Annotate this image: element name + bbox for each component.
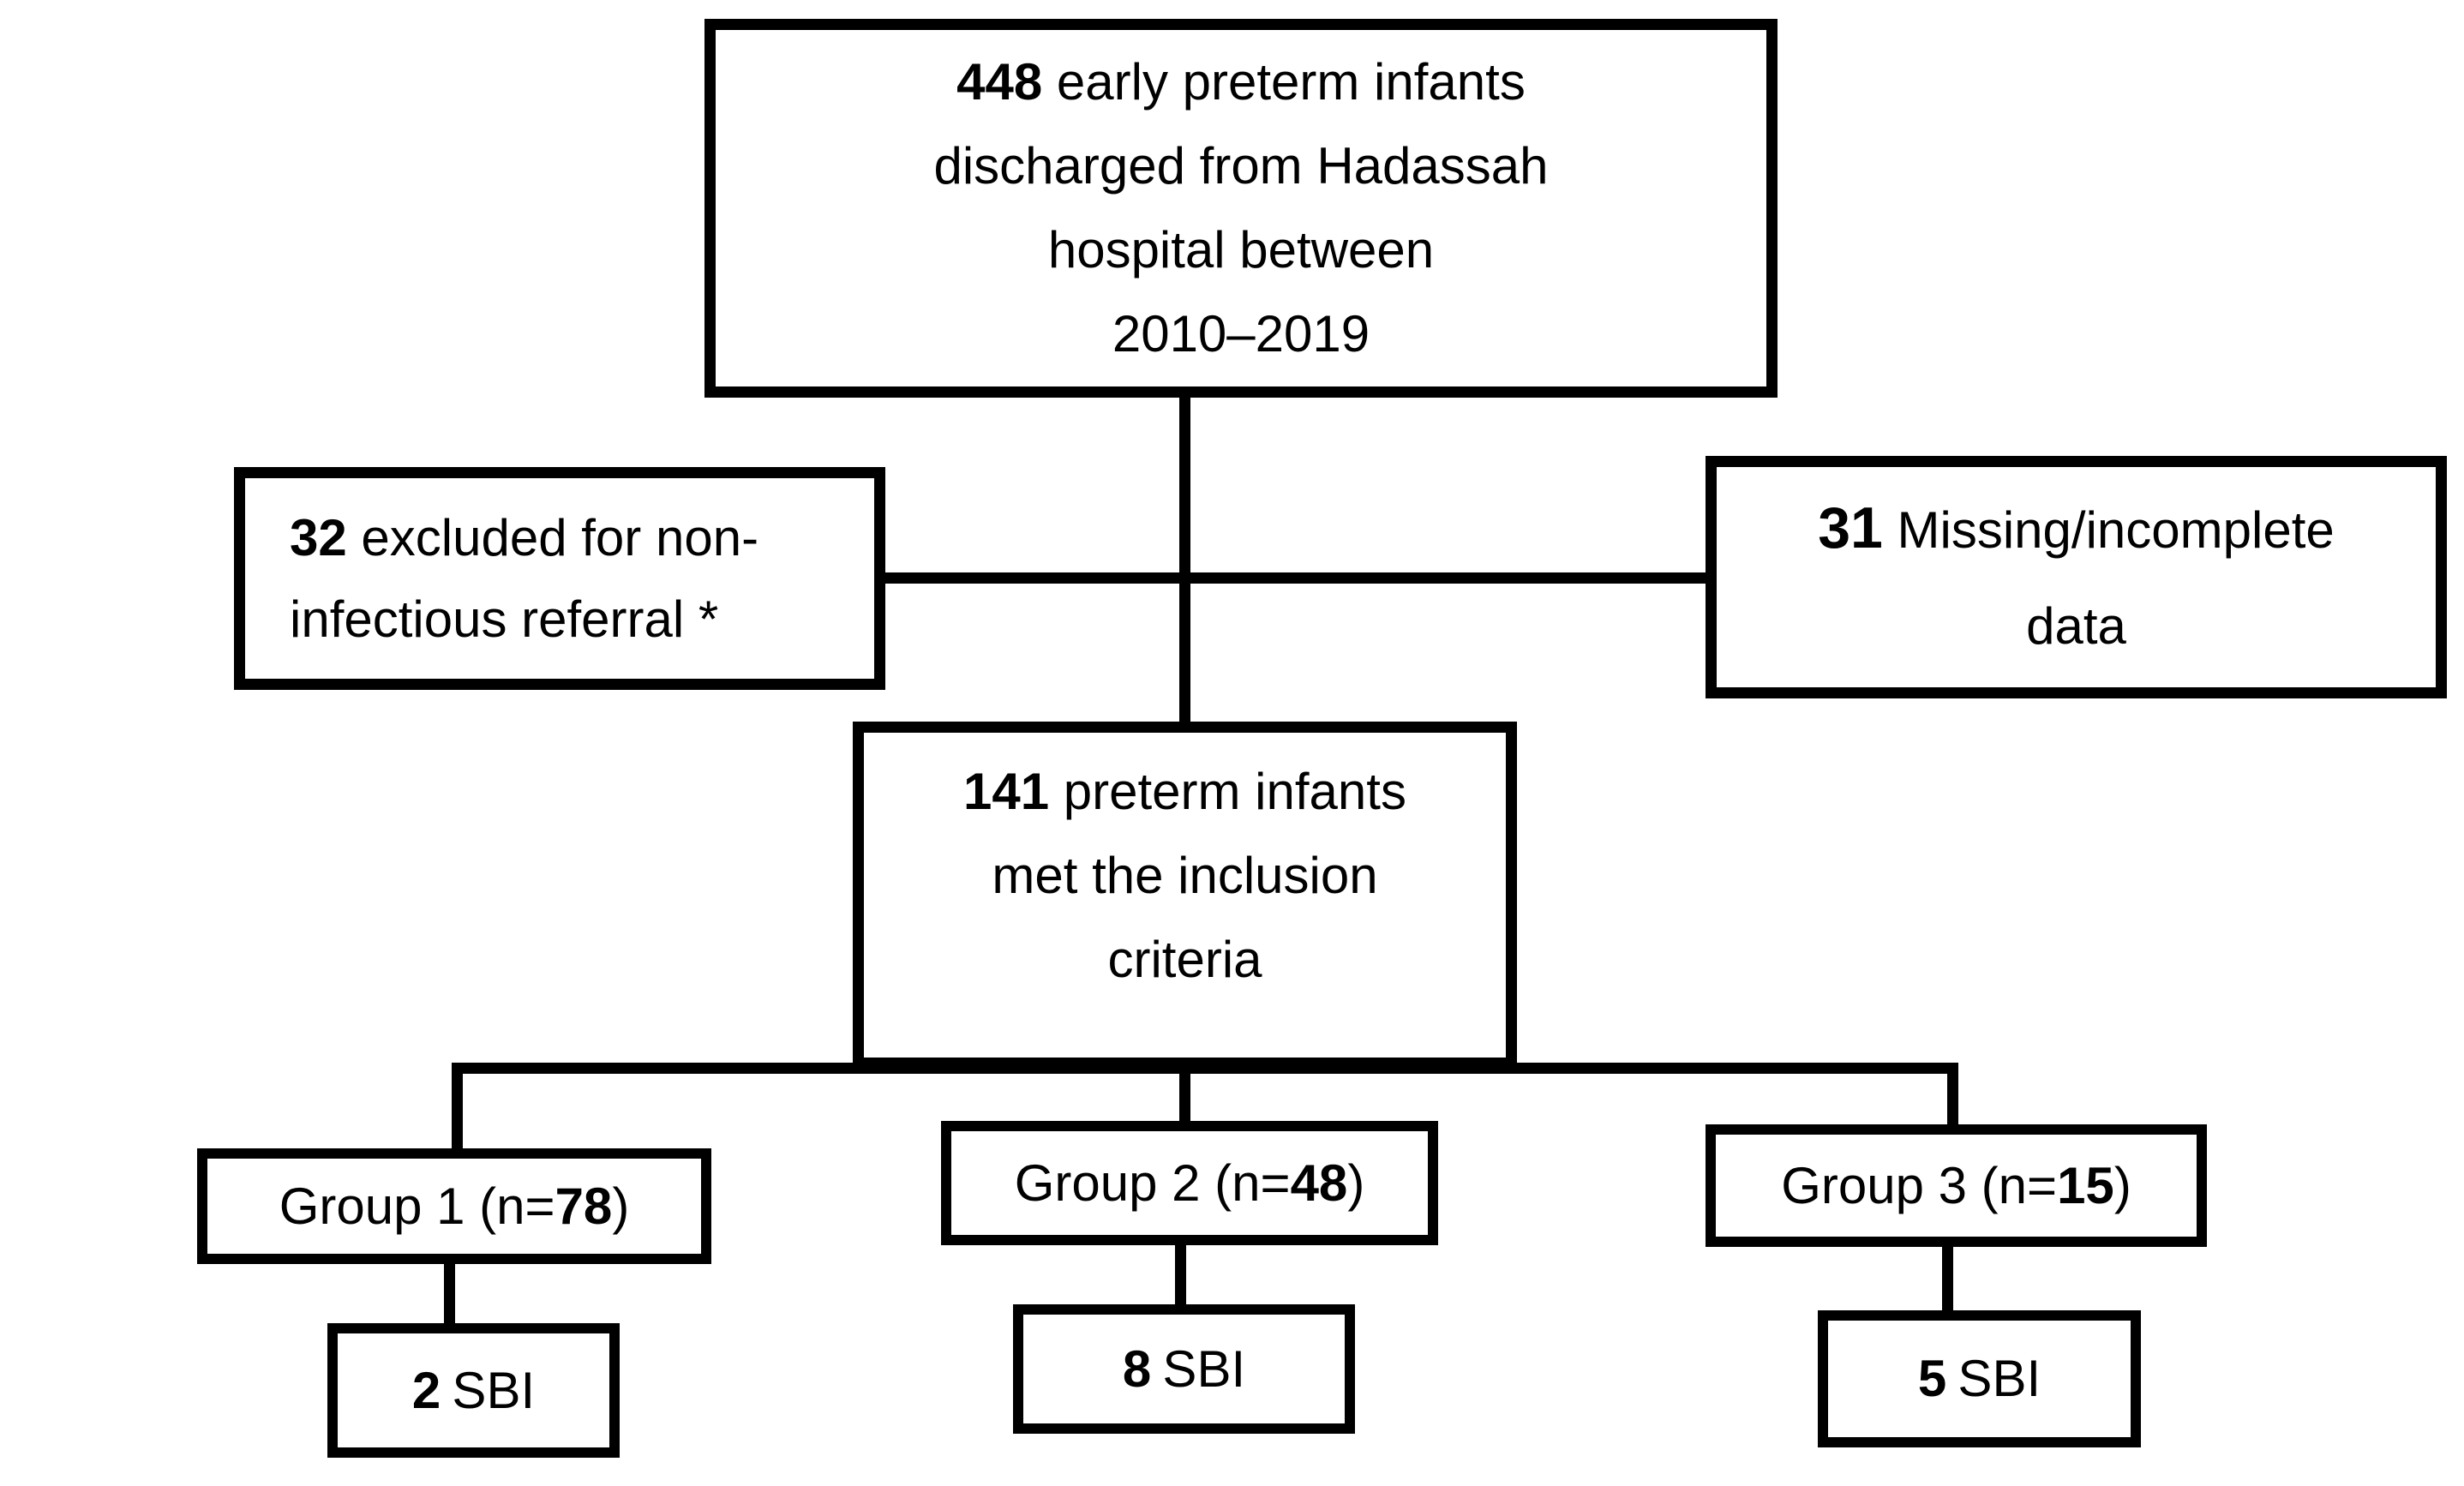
label-sbi-group1: SBI (452, 1361, 536, 1419)
connector-branch-group2 (1179, 1069, 1190, 1127)
box-excluded-noninfectious: 32 excluded for non- infectious referral… (234, 467, 885, 690)
text-line: 31 Missing/incomplete (1818, 480, 2335, 578)
text-missing-rest: Missing/incomplete (1882, 501, 2335, 559)
text-excluded-rest: excluded for non- (346, 509, 759, 566)
box-total-cohort: 448 early preterm infants discharged fro… (704, 19, 1778, 398)
count-group2: 48 (1290, 1153, 1348, 1212)
count-total: 448 (956, 53, 1043, 111)
text-line: Group 2 (n=48) (1015, 1141, 1365, 1225)
text-line: hospital between (1047, 221, 1435, 279)
group2-prefix: Group 2 (n= (1014, 1153, 1291, 1212)
connector-group2-to-sbi (1175, 1241, 1186, 1309)
text-line: criteria (1107, 931, 1262, 988)
box-group-3: Group 3 (n=15) (1706, 1124, 2207, 1247)
group1-suffix: ) (612, 1177, 630, 1235)
text-included-rest: preterm infants (1049, 763, 1406, 820)
box-group-1: Group 1 (n=78) (197, 1148, 711, 1264)
text-line: 32 excluded for non- (290, 497, 758, 578)
text-line: Group 1 (n=78) (279, 1165, 630, 1249)
count-group3: 15 (2057, 1156, 2114, 1214)
label-sbi-group2: SBI (1162, 1339, 1246, 1398)
connector-branch-group3 (1947, 1063, 1958, 1131)
text-total-rest: early preterm infants (1042, 53, 1526, 111)
text-line: 2010–2019 (1112, 305, 1370, 363)
connector-group1-to-sbi (444, 1260, 455, 1328)
group1-prefix: Group 1 (n= (279, 1177, 555, 1235)
connector-branch-group1 (452, 1063, 463, 1155)
count-excluded: 32 (290, 509, 347, 566)
label-sbi-group3: SBI (1957, 1350, 2041, 1407)
box-group-2: Group 2 (n=48) (941, 1121, 1438, 1245)
text-line: 141 preterm infants (963, 750, 1406, 834)
count-group1: 78 (555, 1177, 613, 1235)
group3-suffix: ) (2113, 1156, 2131, 1214)
text-line: 448 early preterm infants (956, 40, 1526, 124)
text-line: infectious referral * (290, 590, 719, 648)
connector-exclusions-horizontal (878, 572, 1712, 584)
count-sbi-group3: 5 (1917, 1350, 1947, 1407)
box-inclusion-criteria: 141 preterm infants met the inclusion cr… (853, 722, 1517, 1069)
count-missing: 31 (1818, 495, 1883, 560)
count-sbi-group1: 2 (411, 1361, 441, 1419)
box-missing-data: 31 Missing/incomplete data (1706, 456, 2447, 698)
text-line: data (2026, 597, 2126, 655)
text-line: discharged from Hadassah (933, 137, 1549, 195)
connector-total-to-included (1179, 392, 1190, 735)
connector-group3-to-sbi (1942, 1243, 1953, 1315)
count-included: 141 (963, 763, 1050, 820)
text-line: met the inclusion (992, 847, 1378, 904)
group3-prefix: Group 3 (n= (1781, 1156, 2058, 1214)
count-sbi-group2: 8 (1122, 1339, 1152, 1398)
group2-suffix: ) (1347, 1153, 1365, 1212)
text-line: Group 3 (n=15) (1781, 1144, 2131, 1228)
